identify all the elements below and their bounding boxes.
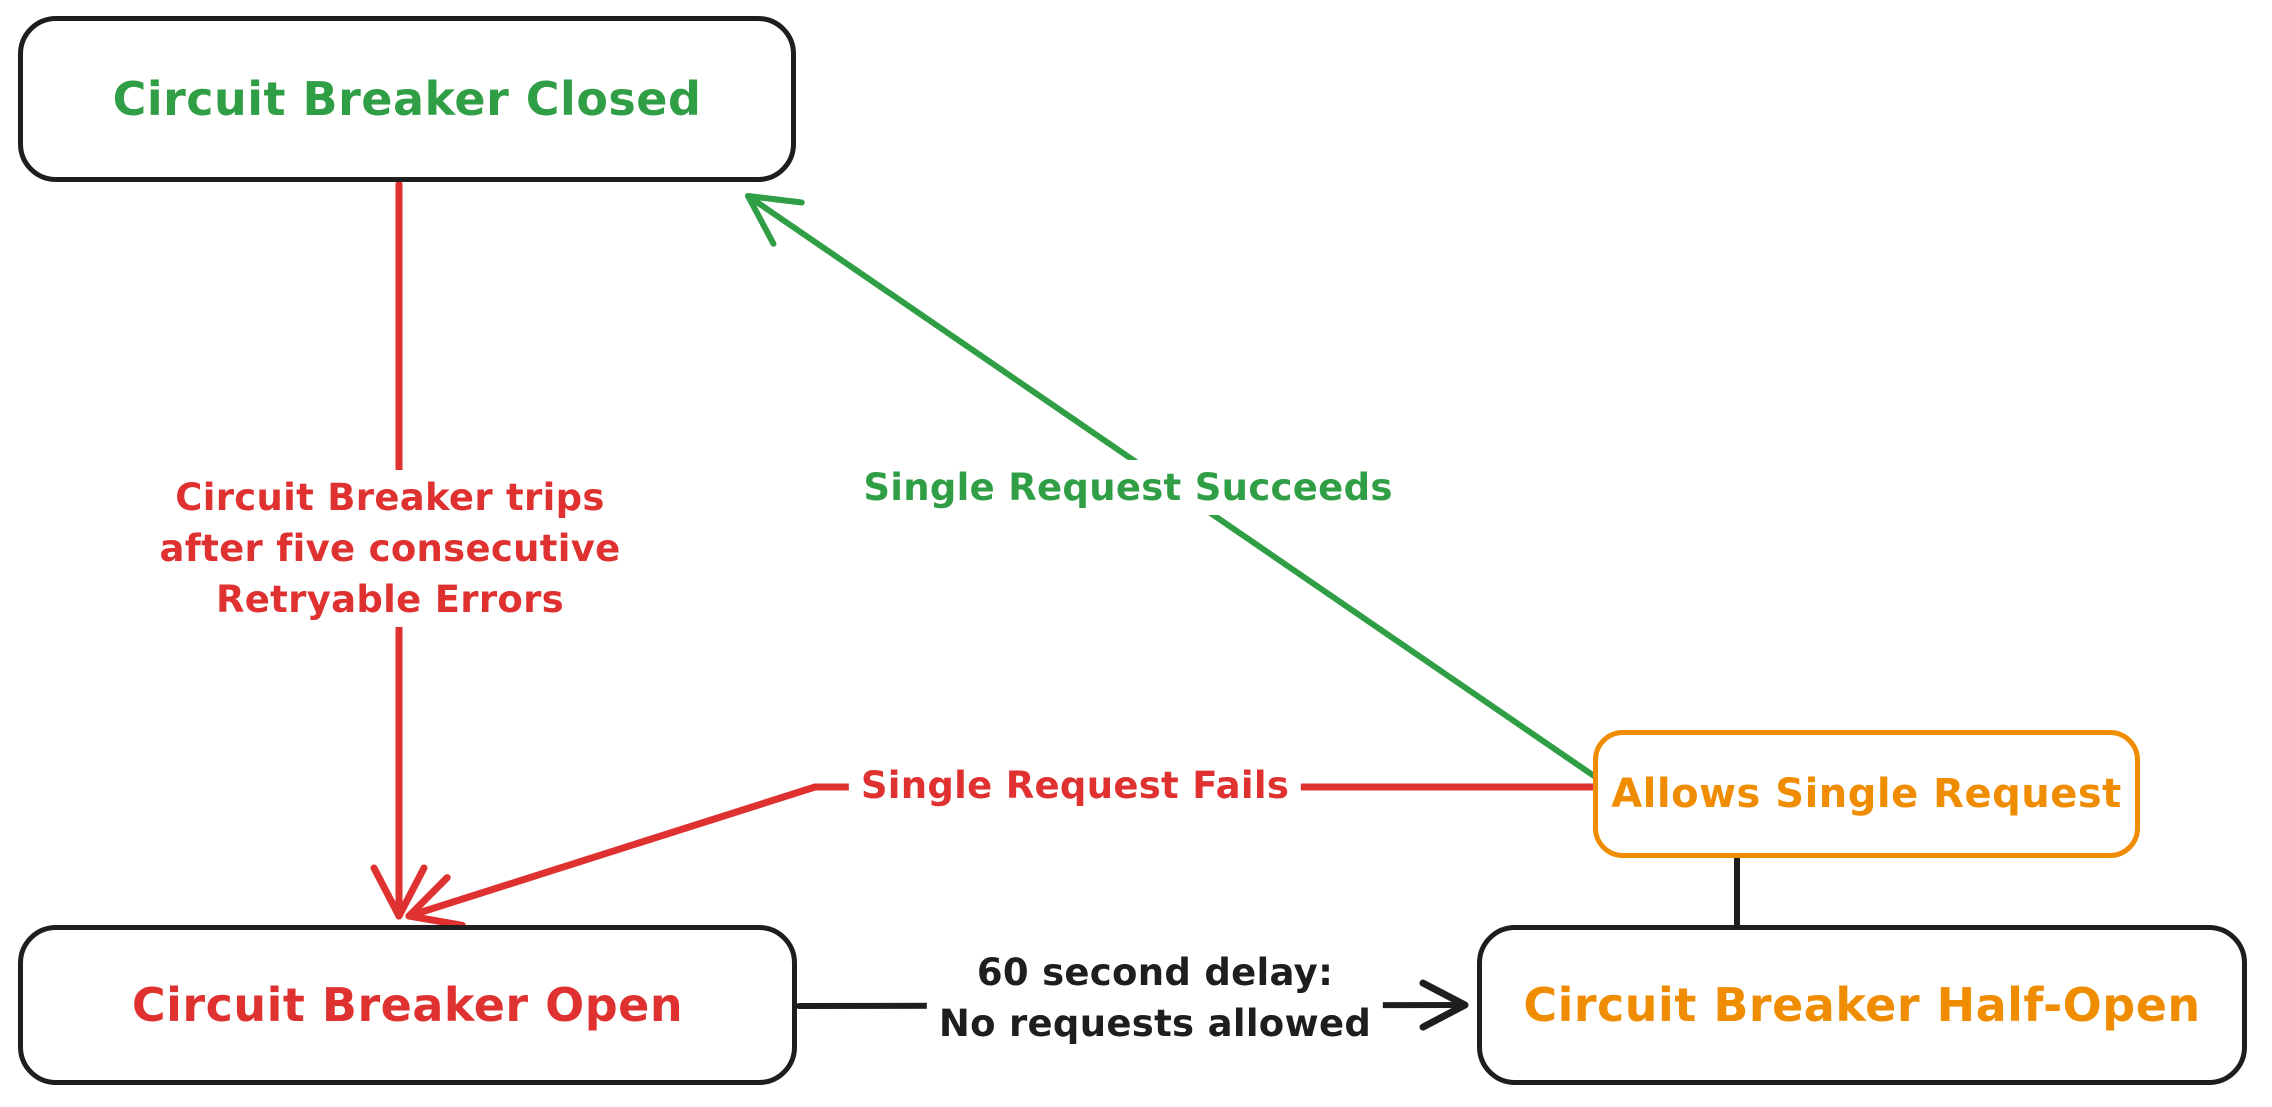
node-allows-single-request: Allows Single Request bbox=[1593, 730, 2140, 858]
node-allows-single-request-label: Allows Single Request bbox=[1611, 771, 2122, 817]
node-circuit-breaker-open-label: Circuit Breaker Open bbox=[131, 978, 684, 1032]
node-circuit-breaker-open: Circuit Breaker Open bbox=[18, 925, 797, 1085]
edge-label-fails: Single Request Fails bbox=[848, 758, 1302, 814]
node-circuit-breaker-half-open-label: Circuit Breaker Half-Open bbox=[1523, 978, 2201, 1032]
node-circuit-breaker-closed-label: Circuit Breaker Closed bbox=[112, 72, 702, 126]
edge-label-trips: Circuit Breaker trips after five consecu… bbox=[147, 470, 633, 628]
edge-fails-line bbox=[405, 783, 1597, 929]
edge-label-delay: 60 second delay: No requests allowed bbox=[926, 945, 1384, 1052]
node-circuit-breaker-half-open: Circuit Breaker Half-Open bbox=[1477, 925, 2247, 1085]
edge-label-succeeds: Single Request Succeeds bbox=[851, 460, 1405, 516]
node-circuit-breaker-closed: Circuit Breaker Closed bbox=[18, 16, 796, 182]
